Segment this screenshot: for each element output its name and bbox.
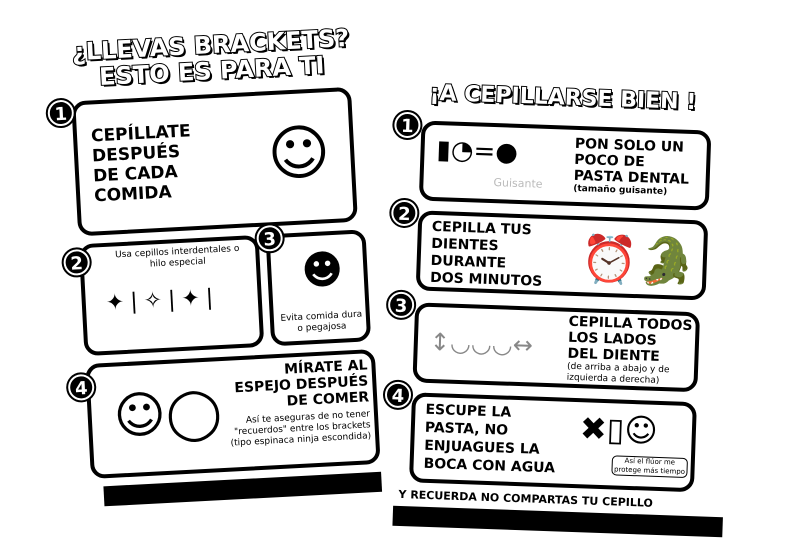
right-title: ¡A CEPILLARSE BIEN ! xyxy=(428,80,698,116)
step-number: 4 xyxy=(382,379,414,411)
step-number: 1 xyxy=(391,109,423,141)
speech-bubble: Así el flúor me protege más tiempo xyxy=(611,455,688,478)
step-4-panel: ESCUPE LA PASTA, NO ENJUAGUES LA BOCA CO… xyxy=(408,392,697,493)
alarm-clock-crocodile-icon: ⏰🐊 xyxy=(579,231,697,290)
step-note: (de arriba a abajo y de izquierda a dere… xyxy=(566,361,670,386)
step-number: 1 xyxy=(45,97,77,129)
step-text: BOCA CON AGUA xyxy=(423,455,556,477)
left-title: ¿LLEVAS BRACKETS? ESTO ES PARA TI xyxy=(60,23,362,92)
bottom-bar xyxy=(392,505,723,538)
step-3-panel: ↕◡◡◡↔ CEPILLA TODOS LOS LADOS DEL DIENTE… xyxy=(412,302,701,393)
step-4-panel: ☺◯ MÍRATE AL ESPEJO DESPUÉS DE COMER Así… xyxy=(84,348,381,479)
step-1-panel: ▮◔=● Guisante PON SOLO UN POCO DE PASTA … xyxy=(418,120,712,211)
interdental-brushes-icon: ✦|✧|✦| xyxy=(105,285,220,316)
step-number: 3 xyxy=(385,289,417,321)
teeth-arrows-icon: ↕◡◡◡↔ xyxy=(429,327,534,360)
braces-mouth-icon: ☻ xyxy=(300,246,345,295)
toothbrush-pea-icon: ▮◔=● xyxy=(436,135,519,168)
step-3-panel: ☻ Evita comida dura o pegajosa xyxy=(265,229,372,347)
step-text: COMIDA xyxy=(93,182,173,207)
bottom-bar xyxy=(103,471,383,507)
step-emphasis: DOS MINUTOS xyxy=(429,269,543,290)
kid-mirror-icon: ☺◯ xyxy=(112,382,224,446)
kid-brushing-icon: ☺ xyxy=(265,117,333,191)
pea-label: Guisante xyxy=(493,176,543,191)
right-poster: ¡A CEPILLARSE BIEN ! ▮◔=● Guisante PON S… xyxy=(382,80,738,546)
crossed-glass-tooth-icon: ✖▯☺ xyxy=(579,409,659,450)
step-number: 2 xyxy=(388,197,420,229)
left-poster: ¿LLEVAS BRACKETS? ESTO ES PARA TI CEPÍLL… xyxy=(45,23,384,509)
step-text: Así te aseguras de no tener "recuerdos" … xyxy=(230,409,372,449)
step-text: Usa cepillos interdentales o hilo especi… xyxy=(114,243,240,270)
step-1-panel: CEPÍLLATE DESPUÉS DE CADA COMIDA ☺ xyxy=(71,86,358,237)
step-text: Evita comida dura o pegajosa xyxy=(280,309,363,334)
step-2-panel: Usa cepillos interdentales o hilo especi… xyxy=(78,234,265,357)
step-2-panel: CEPILLA TUS DIENTES DURANTE DOS MINUTOS … xyxy=(415,210,709,301)
